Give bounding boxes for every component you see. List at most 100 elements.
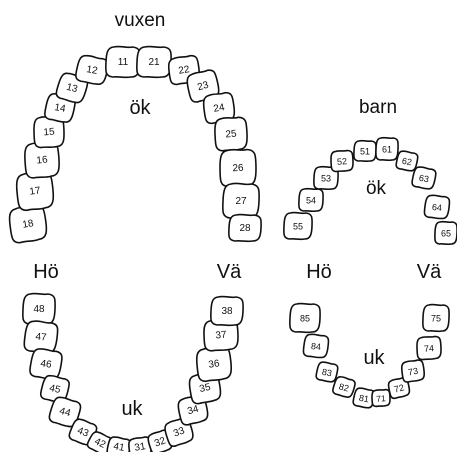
tooth-number: 16 (36, 154, 49, 166)
adult-upper-label: ök (129, 97, 151, 119)
tooth-83: 83 (315, 361, 339, 383)
tooth-number: 83 (321, 367, 333, 379)
tooth-number: 34 (186, 404, 200, 418)
tooth-number: 41 (112, 441, 125, 452)
tooth-number: 32 (153, 435, 168, 449)
tooth-outline (104, 45, 141, 79)
tooth-number: 15 (43, 127, 55, 139)
tooth-number: 28 (239, 223, 251, 234)
tooth-number: 62 (401, 156, 413, 168)
tooth-74: 74 (416, 335, 442, 361)
tooth-number: 11 (118, 57, 129, 68)
tooth-number: 38 (221, 306, 233, 317)
tooth-outline (283, 211, 313, 241)
tooth-number: 85 (300, 314, 310, 324)
tooth-outline (209, 295, 244, 327)
tooth-number: 55 (293, 222, 303, 232)
tooth-outline (411, 166, 437, 190)
tooth-number: 84 (311, 341, 322, 352)
child-title: barn (359, 97, 397, 118)
tooth-25: 25 (214, 116, 248, 152)
child-upper-label: ök (366, 178, 387, 199)
tooth-number: 44 (58, 406, 72, 420)
tooth-55: 55 (283, 211, 313, 241)
adult-title: vuxen (115, 10, 166, 31)
tooth-number: 63 (418, 173, 430, 185)
tooth-number: 12 (85, 64, 98, 77)
child-left-side-label: Vä (417, 261, 442, 283)
tooth-51: 51 (353, 139, 377, 163)
tooth-outline (387, 376, 411, 400)
tooth-outline (332, 376, 356, 398)
tooth-21: 21 (135, 45, 172, 79)
tooth-85: 85 (288, 302, 321, 334)
tooth-number: 37 (215, 329, 227, 341)
tooth-82: 82 (332, 376, 356, 398)
tooth-18: 18 (8, 204, 48, 244)
tooth-number: 22 (178, 64, 191, 77)
tooth-number: 74 (424, 343, 435, 354)
tooth-72: 72 (387, 376, 411, 400)
tooth-number: 14 (53, 102, 66, 115)
tooth-outline (135, 45, 172, 79)
tooth-63: 63 (411, 166, 437, 190)
tooth-71: 71 (371, 388, 391, 408)
tooth-number: 81 (358, 393, 370, 405)
tooth-81: 81 (352, 387, 376, 409)
tooth-number: 45 (48, 383, 62, 396)
tooth-outline (330, 149, 354, 173)
tooth-outline (288, 302, 321, 334)
tooth-31: 31 (128, 436, 152, 452)
tooth-outline (423, 194, 451, 220)
tooth-number: 25 (225, 128, 237, 140)
tooth-number: 24 (213, 102, 226, 115)
tooth-75: 75 (422, 303, 450, 333)
tooth-number: 35 (199, 382, 213, 395)
tooth-number: 36 (208, 358, 221, 371)
tooth-number: 52 (337, 156, 348, 167)
tooth-32: 32 (147, 429, 173, 452)
tooth-54: 54 (298, 187, 324, 213)
tooth-number: 46 (40, 358, 53, 371)
tooth-26: 26 (219, 148, 257, 188)
tooth-outline (434, 220, 457, 246)
child-lower-label: uk (363, 347, 385, 369)
tooth-number: 23 (196, 80, 210, 94)
tooth-65: 65 (434, 220, 457, 246)
tooth-number: 51 (360, 147, 370, 157)
tooth-number: 72 (393, 382, 405, 394)
tooth-outline (416, 335, 442, 361)
tooth-11: 11 (104, 45, 141, 79)
adult-right-side-label: Hö (33, 261, 59, 283)
tooth-28: 28 (227, 213, 262, 243)
tooth-outline (147, 429, 173, 452)
tooth-61: 61 (375, 136, 399, 162)
tooth-64: 64 (423, 194, 451, 220)
tooth-44: 44 (48, 396, 82, 428)
tooth-number: 65 (441, 229, 451, 239)
tooth-outline (371, 388, 391, 408)
tooth-number: 48 (33, 304, 45, 315)
tooth-48: 48 (21, 292, 56, 326)
tooth-number: 73 (407, 366, 419, 378)
tooth-41: 41 (106, 436, 132, 452)
tooth-outline (315, 361, 339, 383)
tooth-outline (86, 431, 114, 452)
tooth-outline (353, 139, 377, 163)
tooth-outline (302, 333, 330, 359)
tooth-45: 45 (39, 374, 70, 404)
tooth-number: 18 (22, 218, 35, 231)
tooth-62: 62 (395, 150, 419, 172)
tooth-outline (375, 136, 399, 162)
tooth-number: 43 (76, 425, 91, 439)
tooth-38: 38 (209, 295, 244, 327)
tooth-outline (400, 359, 426, 383)
tooth-number: 75 (431, 314, 441, 324)
tooth-number: 33 (172, 425, 187, 439)
tooth-outline (395, 150, 419, 172)
tooth-16: 16 (24, 141, 60, 179)
